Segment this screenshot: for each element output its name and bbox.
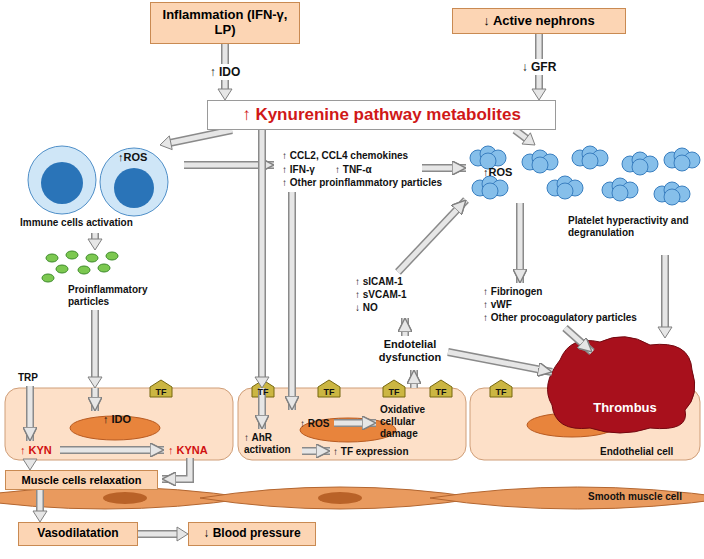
node-text: ↓ Blood pressure [203, 527, 300, 541]
annotation: ↑ Other procoagulatory particles [483, 312, 637, 324]
node-text: TF [252, 387, 274, 398]
annotation: ↓ NO [355, 302, 378, 314]
node-text: ↑ROS [118, 151, 147, 164]
thrombus-node: Thrombus [545, 338, 697, 433]
endothelial-cell: TF TF TF TF ↑ AhR activation ↑ ROS Oxidative c… [238, 388, 466, 460]
connector [88, 233, 102, 250]
annotation: ↑ Fibrinogen [483, 286, 542, 298]
connector [160, 130, 232, 150]
node-text: Immune cells activation [20, 217, 133, 229]
endothelial-cell: TF ↑ IDO ↑ KYN ↑ KYNA [5, 388, 233, 460]
endothelial-cell: TF Endothelial cell [470, 388, 700, 460]
annotation: Endotelial dysfunction [370, 338, 450, 364]
node-text: Vasodilatation [37, 527, 118, 541]
annotation: ↑ sVCAM-1 [355, 289, 407, 301]
annotation: ↑ IFN-γ [282, 164, 315, 176]
connector [138, 527, 188, 541]
node-text: Smooth muscle cell [588, 491, 682, 503]
connector [515, 130, 535, 145]
tf-receptor [150, 380, 512, 397]
node-text: Oxidative cellular damage [380, 404, 442, 440]
annotation: ↑ vWF [483, 299, 512, 311]
edge-label: ↑ IDO [207, 64, 244, 80]
platelets [470, 146, 700, 205]
annotation: ↑ CCL2, CCL4 chemokines [282, 150, 408, 162]
node-text: ↓ Active nephrons [483, 14, 594, 29]
annotation: ↑ sICAM-1 [355, 276, 403, 288]
node-text: Platelet hyperactivity and degranulation [568, 215, 700, 239]
node-text: ↑ KYN [20, 444, 52, 457]
central-box: ↑ Kynurenine pathway metabolites [207, 100, 556, 130]
edge-label: ↓ GFR [519, 59, 560, 75]
effect-box: Vasodilatation [18, 522, 138, 546]
annotation: ↑ Other proinflammatory particles [282, 177, 442, 189]
annotation: ↑ TNF-α [335, 164, 372, 176]
connector [88, 310, 102, 388]
immune-cells-node: ↑ROS Immune cells activation [10, 145, 182, 233]
effect-box: ↓ Blood pressure [188, 522, 316, 546]
connector [33, 490, 47, 522]
node-text: TF [150, 387, 172, 398]
node-text: ↑ TF expression [333, 446, 409, 458]
node-text: TF [383, 387, 405, 398]
input-box: Inflammation (IFN-γ, LP) [150, 2, 300, 44]
immune-cells [28, 146, 168, 216]
effect-box: Muscle cells relaxation [5, 470, 158, 490]
node-text: TF [490, 387, 512, 398]
node-text: Inflammation (IFN-γ, LP) [156, 8, 294, 38]
node-text: Endothelial cell [600, 446, 673, 458]
node-text: ↑ AhR activation [244, 432, 302, 456]
particles-node: Proinflammatory particles [40, 250, 150, 310]
node-text: Thrombus [575, 400, 675, 416]
annotation: TRP [18, 372, 38, 384]
node-text: TF [318, 387, 340, 398]
node-text: ↑ KYNA [168, 444, 208, 457]
connector [255, 130, 269, 388]
platelets-node: ↑ROS Platelet hyperactivity and degranula… [440, 145, 702, 255]
node-text: ↑ Kynurenine pathway metabolites [242, 105, 521, 125]
thrombus-shape [548, 337, 695, 433]
connector [658, 255, 672, 338]
node-text: Proinflammatory particles [68, 284, 150, 308]
particles [42, 251, 118, 282]
connector [23, 459, 37, 470]
node-text: Muscle cells relaxation [22, 474, 142, 487]
node-text: TF [430, 387, 452, 398]
smooth-muscle [0, 487, 704, 509]
node-text: ↑ ROS [300, 418, 329, 430]
input-box: ↓ Active nephrons [452, 8, 626, 34]
node-text: ↑ROS [483, 166, 512, 179]
node-text: ↑ IDO [103, 413, 131, 426]
